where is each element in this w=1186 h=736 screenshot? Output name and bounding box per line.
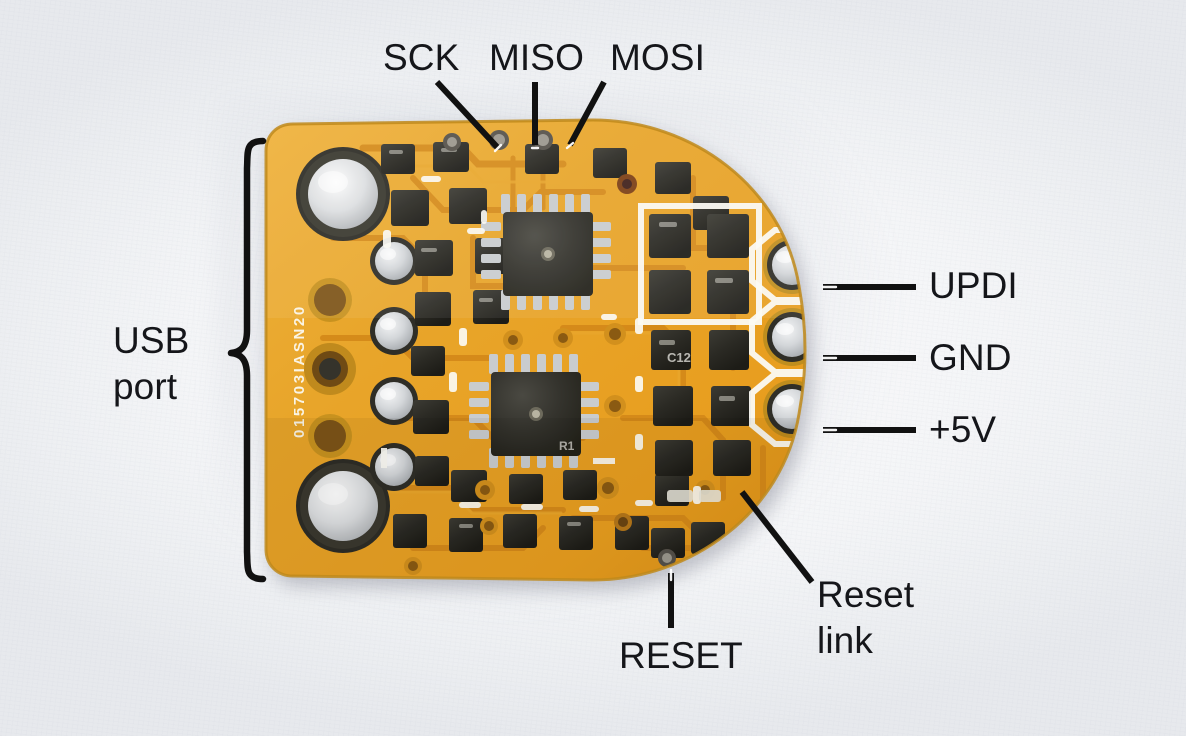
board-silkscreen-text: 015703IASN20 bbox=[291, 304, 308, 438]
label-gnd: GND bbox=[929, 337, 1012, 378]
label-reset-link-line1: Reset bbox=[817, 574, 915, 615]
pcb-board: 015703IASN20 bbox=[263, 118, 829, 582]
label-usb-port-line2: port bbox=[113, 366, 178, 407]
reset-solder-jumper bbox=[667, 490, 721, 502]
mounting-hole-bottom-left bbox=[296, 459, 390, 553]
usb-castellated-pads bbox=[370, 237, 418, 491]
svg-text:R1: R1 bbox=[559, 439, 575, 453]
label-miso: MISO bbox=[489, 37, 584, 78]
label-reset: RESET bbox=[619, 635, 743, 676]
label-plus5v: +5V bbox=[929, 409, 997, 450]
mounting-hole-top-left bbox=[296, 147, 390, 241]
label-usb-port: USB port bbox=[113, 318, 189, 410]
label-usb-port-line1: USB bbox=[113, 320, 190, 361]
board-sheen bbox=[266, 120, 805, 318]
svg-text:C12: C12 bbox=[667, 350, 691, 365]
unplated-holes bbox=[304, 278, 356, 458]
label-sck: SCK bbox=[383, 37, 460, 78]
ic-chip-upper bbox=[481, 194, 611, 310]
label-reset-link-line2: link bbox=[817, 620, 873, 661]
ic-chip-lower bbox=[469, 354, 599, 468]
svg-text:C18: C18 bbox=[701, 127, 727, 143]
label-updi: UPDI bbox=[929, 265, 1018, 306]
label-reset-link: Reset link bbox=[817, 572, 914, 664]
board-edge bbox=[264, 118, 807, 582]
silkscreen-outline-box bbox=[638, 203, 762, 325]
board-shade bbox=[266, 418, 805, 580]
label-mosi: MOSI bbox=[610, 37, 705, 78]
